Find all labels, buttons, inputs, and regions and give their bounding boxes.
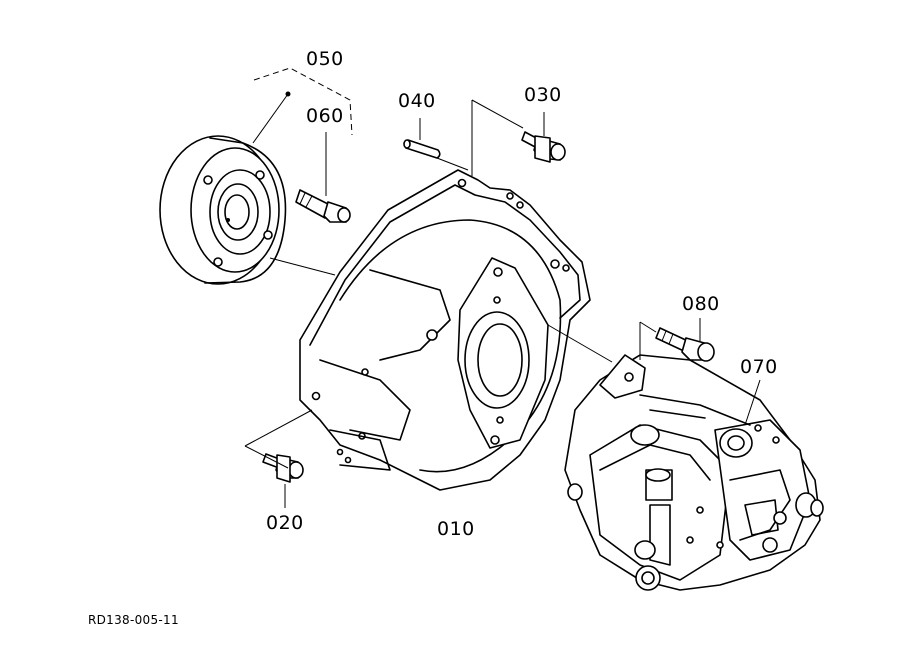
housing-part-010	[299, 169, 591, 491]
callout-060: 060	[306, 105, 344, 127]
bracket-050	[253, 67, 353, 136]
leader-070	[744, 379, 761, 426]
callout-050: 050	[306, 48, 344, 70]
callout-030: 030	[524, 84, 562, 106]
axis-line-pump	[547, 324, 613, 363]
bolt-part-030	[521, 131, 566, 163]
bracket-030	[471, 99, 524, 176]
bolt-part-060	[295, 189, 351, 223]
bracket-080	[639, 321, 657, 360]
callout-020: 020	[266, 512, 304, 534]
callout-040: 040	[398, 90, 436, 112]
callout-010: 010	[437, 518, 475, 540]
callout-070: 070	[740, 356, 778, 378]
axis-line-coupling	[269, 257, 336, 276]
callout-080: 080	[682, 293, 720, 315]
bolt-part-080	[655, 327, 715, 362]
reference-code: RD138-005-11	[88, 613, 179, 627]
pin-part-040	[403, 139, 441, 159]
bracket-020	[244, 409, 313, 469]
pump-part-070	[564, 354, 824, 591]
leader-050	[252, 93, 289, 144]
coupling-disc-part-050	[159, 135, 287, 285]
